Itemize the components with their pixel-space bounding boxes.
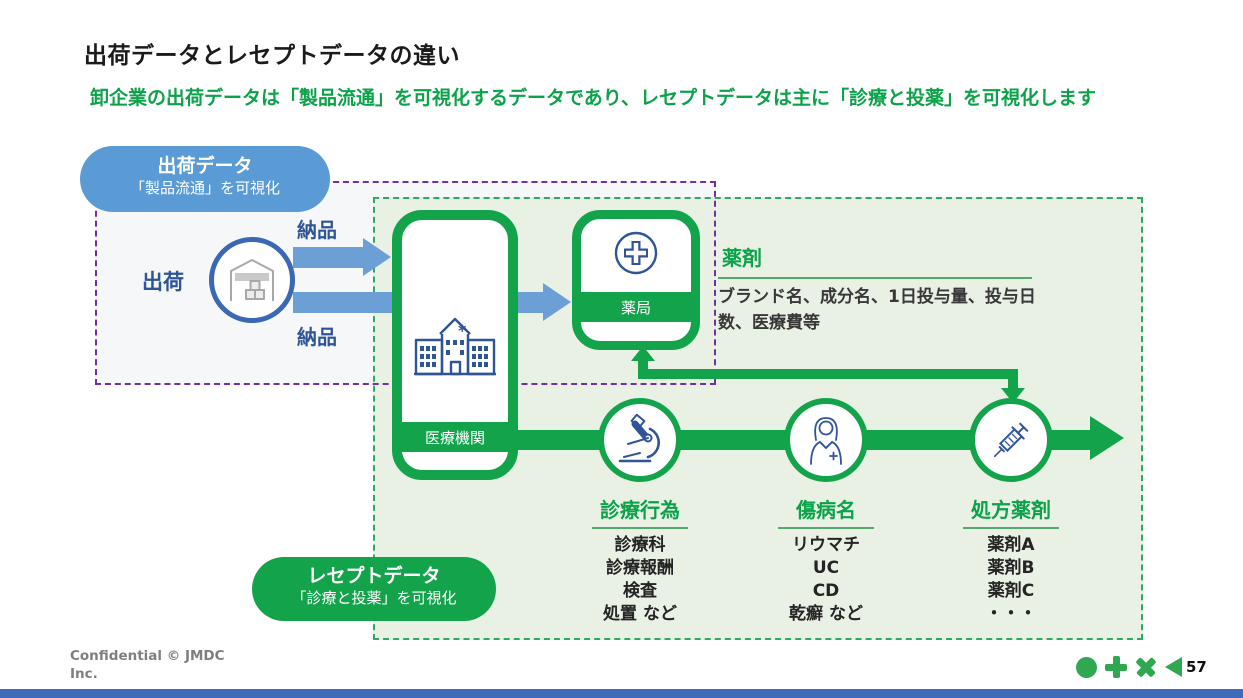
column-items-medical-practice: 診療科 診療報酬 検査 処置 など <box>565 534 715 626</box>
connector-horizontal <box>638 369 1018 379</box>
drug-info-title: 薬剤 <box>722 246 762 270</box>
pharmacy-icon-wrap <box>581 229 691 277</box>
prescribed-drug-node <box>969 398 1053 482</box>
shipment-bubble-title: 出荷データ <box>157 155 253 177</box>
list-item: 診療科 <box>614 535 666 555</box>
list-item: 薬剤A <box>987 535 1035 555</box>
triangle-left-icon <box>1165 657 1182 677</box>
column-underline <box>592 527 688 529</box>
plus-icon <box>1105 656 1127 678</box>
footer-logo-marks <box>1076 656 1182 678</box>
connector-stub-top <box>638 359 648 371</box>
pharmacy-label: 薬局 <box>579 292 693 322</box>
column-items-prescribed-drug: 薬剤A 薬剤B 薬剤C ・・・ <box>936 534 1086 626</box>
connector-stub-bottom <box>1008 369 1018 389</box>
hospital-label: 医療機関 <box>400 422 510 452</box>
arrow-to-hospital-head <box>363 238 391 276</box>
list-item: 検査 <box>623 580 657 601</box>
confidential-notice: Confidential © JMDC Inc. <box>70 648 225 682</box>
disease-name-node <box>784 398 868 482</box>
plus-circle-icon <box>614 231 658 275</box>
column-items-disease-name: リウマチ UC CD 乾癬 など <box>751 534 901 626</box>
bottom-accent-bar <box>0 689 1243 698</box>
list-item: UC <box>812 557 840 578</box>
shipment-bubble-subtitle: 「製品流通」を可視化 <box>129 178 280 197</box>
svg-text:*: * <box>458 321 467 340</box>
receipt-data-bubble: レセプトデータ 「診療と投薬」を可視化 <box>252 557 496 621</box>
subtitle: 卸企業の出荷データは「製品流通」を可視化するデータであり、レセプトデータは主に「… <box>90 87 1097 109</box>
receipt-bubble-subtitle: 「診療と投薬」を可視化 <box>291 588 457 607</box>
arrow-to-hospital <box>293 247 363 268</box>
arrow-to-pharmacy-head <box>543 283 571 321</box>
list-item: リウマチ <box>792 535 860 555</box>
list-item: 乾癬 など <box>789 603 863 624</box>
microscope-icon <box>618 414 660 463</box>
list-item: ・・・ <box>985 603 1037 624</box>
doctor-icon <box>810 417 842 465</box>
ship-label: 出荷 <box>142 270 184 294</box>
receipt-bubble-title: レセプトデータ <box>307 565 441 587</box>
delivery-label-top: 納品 <box>297 218 337 242</box>
hospital-icon: * <box>414 317 496 376</box>
column-underline <box>778 527 874 529</box>
shipment-data-bubble: 出荷データ 「製品流通」を可視化 <box>80 146 330 212</box>
syringe-icon <box>993 422 1029 458</box>
column-label-disease-name: 傷病名 <box>796 498 856 522</box>
delivery-label-bottom: 納品 <box>297 325 337 349</box>
page-number: 57 <box>1186 658 1207 676</box>
circle-icon <box>1076 656 1097 678</box>
page-title: 出荷データとレセプトデータの違い <box>84 43 460 69</box>
drug-title-underline <box>718 277 1032 279</box>
warehouse-icon <box>230 259 274 301</box>
column-label-prescribed-drug: 処方薬剤 <box>971 498 1051 522</box>
list-item: 診療報酬 <box>606 557 674 578</box>
list-item: CD <box>812 580 840 601</box>
pharmacy-box: 薬局 <box>572 210 700 350</box>
drug-info-description: ブランド名、成分名、1日投与量、投与日数、医療費等 <box>718 287 1036 333</box>
column-underline <box>963 527 1059 529</box>
hospital-box: * 医療機関 <box>392 210 518 480</box>
receipt-flow-arrowhead <box>1090 416 1124 460</box>
list-item: 薬剤B <box>987 557 1035 578</box>
list-item: 薬剤C <box>987 580 1035 601</box>
x-icon <box>1130 651 1161 682</box>
medical-practice-node <box>598 398 682 482</box>
hospital-icon-wrap: * <box>402 308 508 378</box>
warehouse-node <box>209 237 295 323</box>
list-item: 処置 など <box>603 603 677 624</box>
column-label-medical-practice: 診療行為 <box>600 498 680 522</box>
